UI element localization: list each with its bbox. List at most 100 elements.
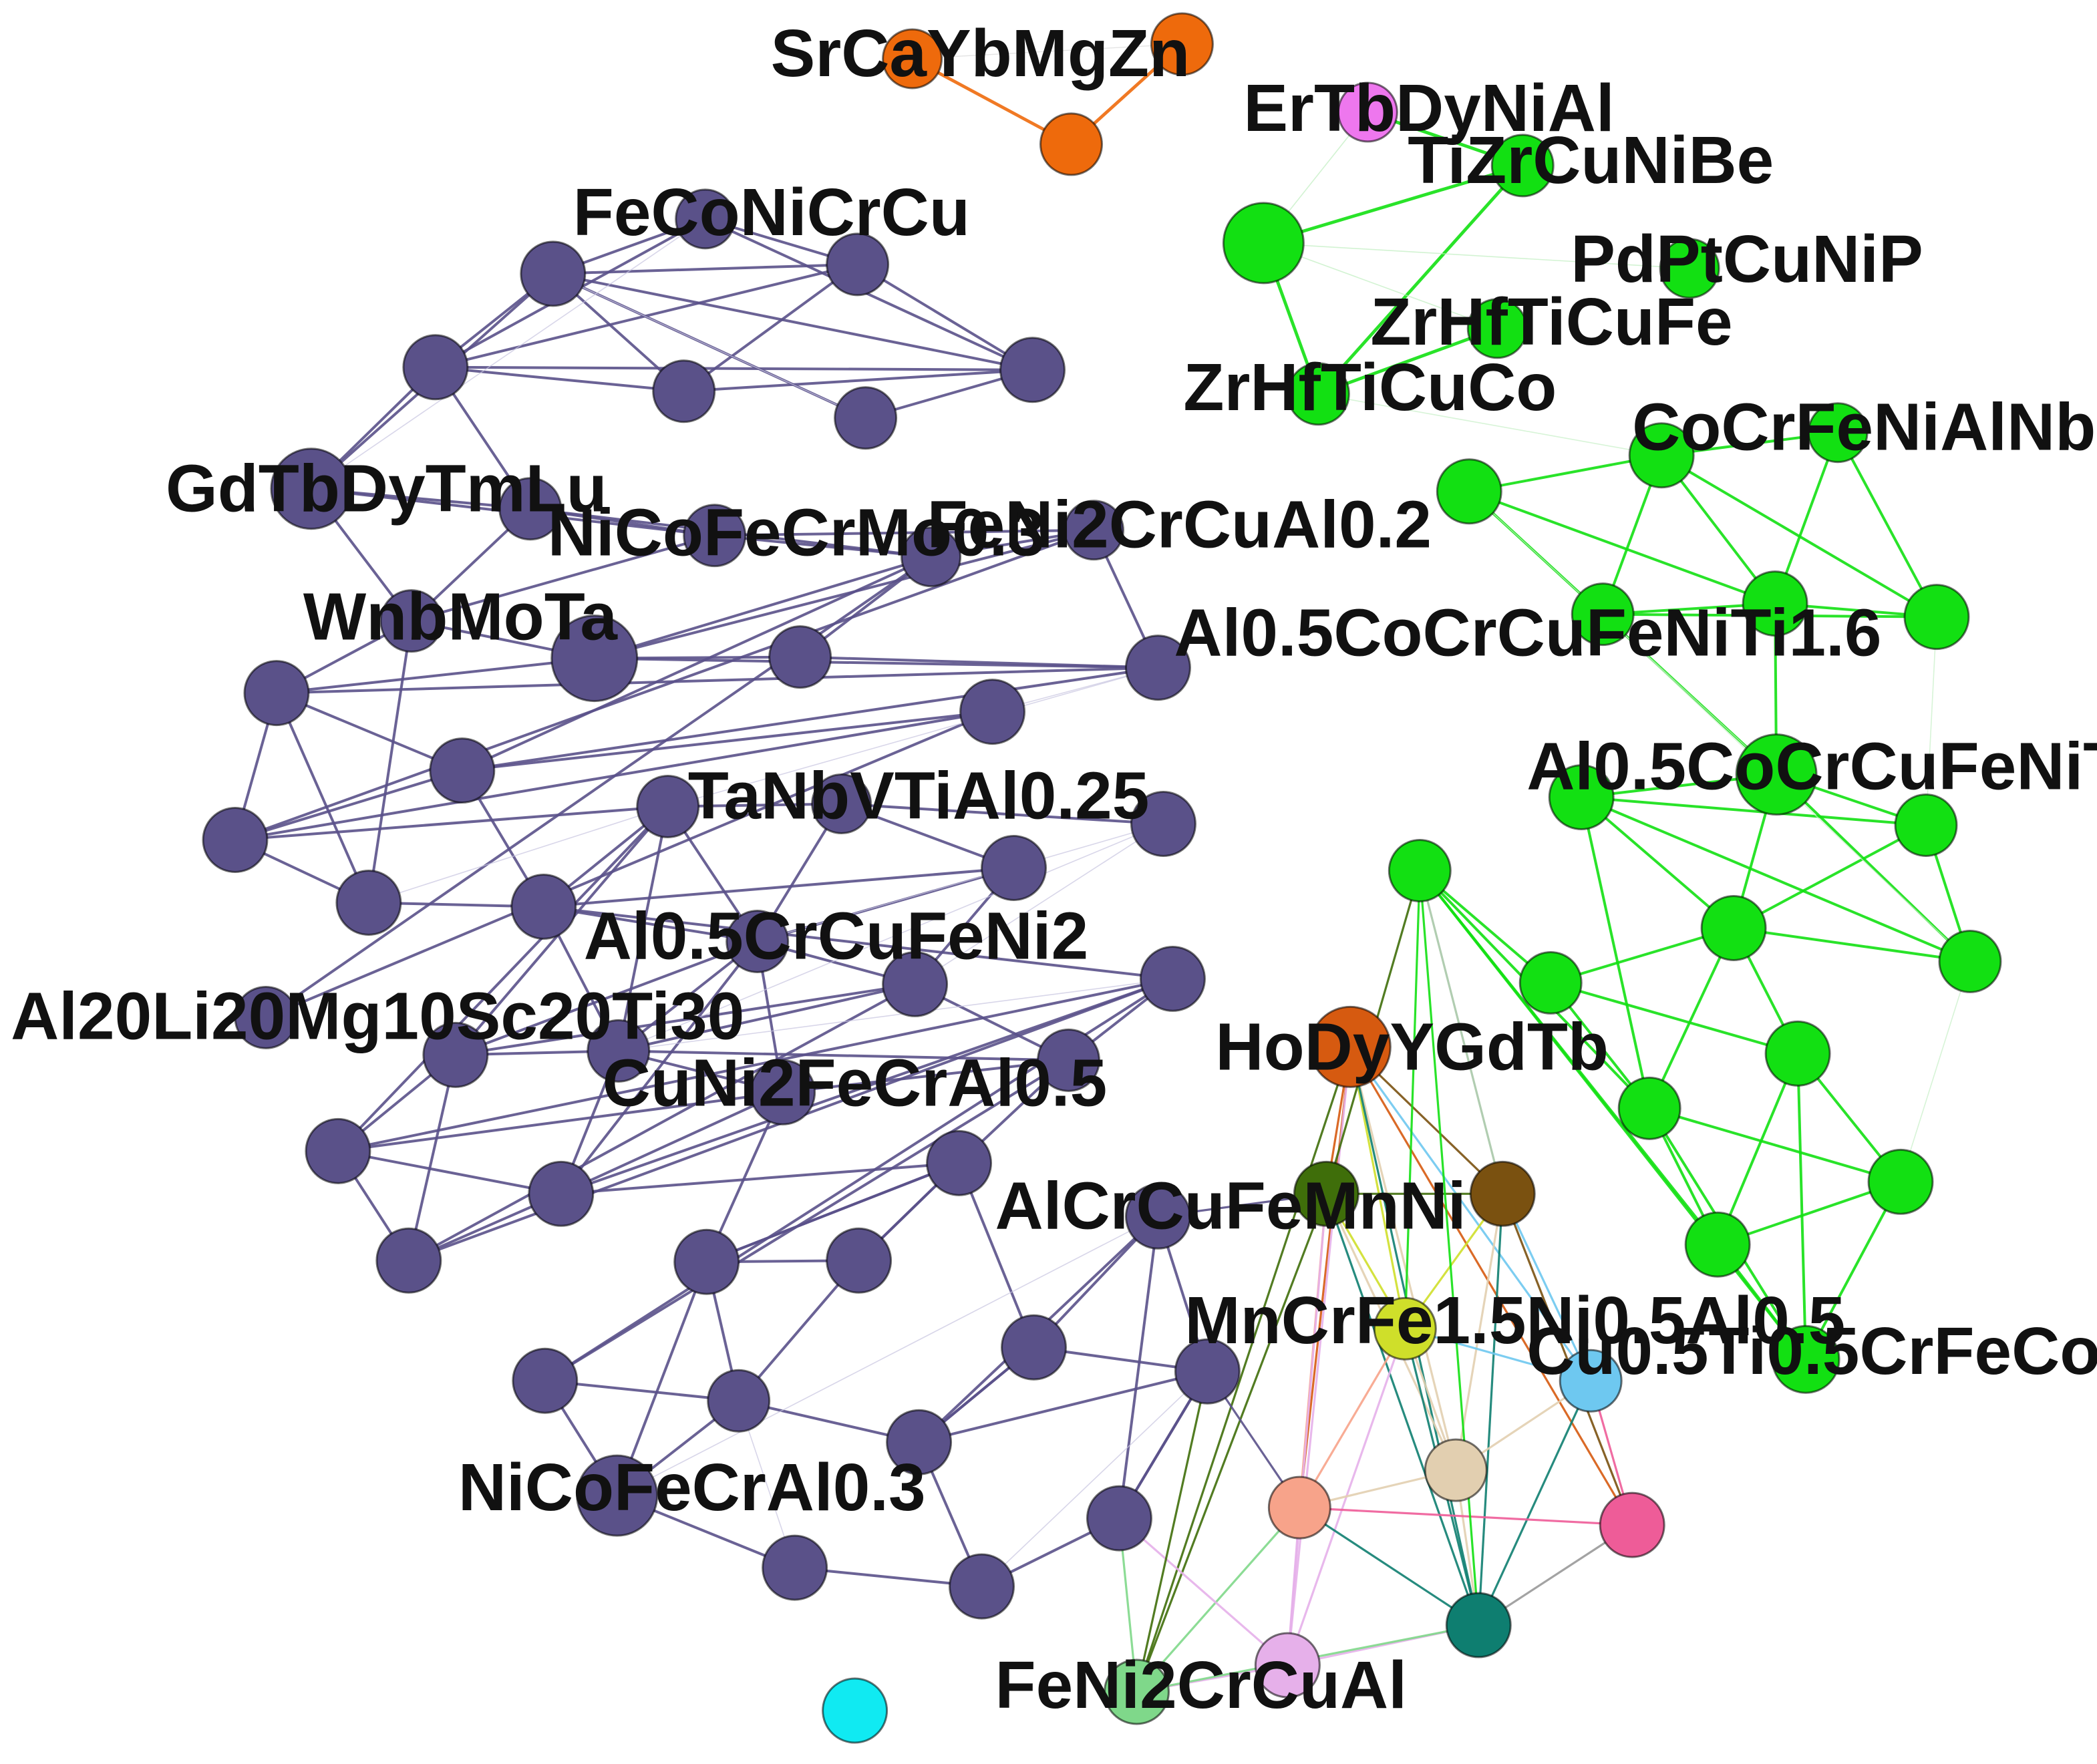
edge-p25-p13 — [367, 621, 413, 903]
node-g5[interactable] — [1286, 362, 1350, 426]
node-g6[interactable] — [1436, 458, 1502, 525]
node-g15[interactable] — [1388, 839, 1452, 902]
node-p8[interactable] — [270, 448, 353, 530]
node-o3[interactable] — [1039, 112, 1103, 176]
node-p16[interactable] — [243, 660, 310, 727]
node-p31[interactable] — [422, 1021, 489, 1088]
node-p36[interactable] — [926, 1129, 993, 1196]
node-p24[interactable] — [981, 835, 1047, 901]
node-v1[interactable] — [1337, 81, 1398, 143]
edge-p47-p40 — [615, 1261, 708, 1496]
node-p46[interactable] — [886, 1409, 953, 1475]
node-p15[interactable] — [768, 625, 832, 689]
node-g16[interactable] — [1700, 894, 1767, 961]
node-p26[interactable] — [510, 874, 577, 940]
node-p34[interactable] — [750, 1059, 816, 1125]
edge-p16-p19 — [276, 691, 463, 772]
node-g3[interactable] — [1659, 238, 1720, 299]
edge-p14-p12 — [594, 528, 1094, 660]
node-p12[interactable] — [1063, 500, 1124, 561]
edge-g5-g7 — [1318, 393, 1662, 456]
node-p18[interactable] — [959, 679, 1026, 745]
node-p21[interactable] — [636, 775, 700, 839]
node-m1[interactable] — [1309, 1005, 1392, 1088]
node-g23[interactable] — [1771, 1325, 1840, 1394]
node-p10[interactable] — [683, 504, 747, 568]
node-p47[interactable] — [576, 1454, 659, 1537]
node-p5[interactable] — [652, 359, 716, 423]
node-m7[interactable] — [1267, 1475, 1331, 1540]
node-p45[interactable] — [707, 1369, 771, 1433]
node-p22[interactable] — [811, 773, 872, 835]
edge-p26-p28 — [543, 905, 1173, 981]
node-m8[interactable] — [1599, 1491, 1665, 1558]
node-m11[interactable] — [1103, 1658, 1170, 1725]
node-g4[interactable] — [1466, 298, 1528, 359]
edge-p30-p18 — [265, 710, 993, 1019]
node-g21[interactable] — [1867, 1148, 1934, 1215]
node-p9[interactable] — [498, 477, 562, 541]
node-p2[interactable] — [520, 240, 587, 307]
node-p7[interactable] — [999, 337, 1066, 403]
node-p23[interactable] — [1130, 791, 1196, 858]
node-p35[interactable] — [305, 1117, 371, 1184]
node-g7[interactable] — [1628, 422, 1695, 489]
node-g1[interactable] — [1490, 134, 1555, 198]
node-g18[interactable] — [1518, 950, 1583, 1015]
node-p42[interactable] — [1001, 1314, 1067, 1381]
node-p4[interactable] — [402, 334, 469, 401]
node-m2[interactable] — [1293, 1160, 1359, 1227]
node-g11[interactable] — [1903, 584, 1970, 651]
node-p37[interactable] — [528, 1160, 595, 1227]
node-m9[interactable] — [1445, 1592, 1512, 1658]
node-p19[interactable] — [429, 737, 496, 804]
node-g14[interactable] — [1894, 793, 1958, 858]
node-m5[interactable] — [1559, 1349, 1623, 1413]
node-g2[interactable] — [1222, 202, 1305, 285]
node-p29[interactable] — [882, 950, 949, 1017]
node-p6[interactable] — [834, 386, 898, 450]
node-g10[interactable] — [1742, 570, 1808, 637]
node-p49[interactable] — [762, 1534, 828, 1601]
label-fecocrcu: FeCoNiCrCu — [573, 176, 970, 250]
node-m10[interactable] — [1254, 1632, 1321, 1699]
node-p30[interactable] — [234, 985, 298, 1049]
node-o2[interactable] — [1150, 12, 1214, 76]
node-p28[interactable] — [1139, 945, 1206, 1012]
node-o1[interactable] — [882, 28, 943, 90]
node-p40[interactable] — [673, 1228, 740, 1295]
node-p1[interactable] — [675, 188, 736, 250]
node-p20[interactable] — [202, 807, 269, 874]
node-g20[interactable] — [1617, 1076, 1681, 1140]
node-c1[interactable] — [822, 1677, 889, 1744]
node-p13[interactable] — [379, 589, 444, 653]
edge-g2-g4 — [1263, 242, 1498, 329]
node-p17[interactable] — [1124, 635, 1191, 701]
edge-p2-p3 — [552, 262, 858, 275]
node-p41[interactable] — [826, 1227, 893, 1294]
node-g8[interactable] — [1807, 402, 1869, 464]
node-p11[interactable] — [901, 526, 962, 588]
node-p50[interactable] — [949, 1553, 1015, 1620]
node-g12[interactable] — [1735, 733, 1818, 816]
node-p48[interactable] — [1086, 1485, 1152, 1552]
node-p33[interactable] — [1037, 1028, 1100, 1092]
node-p27[interactable] — [725, 909, 790, 973]
node-p43[interactable] — [1174, 1338, 1241, 1405]
node-p32[interactable] — [587, 1019, 651, 1083]
node-p38[interactable] — [1124, 1183, 1191, 1250]
node-p25[interactable] — [335, 870, 402, 936]
node-p44[interactable] — [512, 1347, 579, 1414]
node-m6[interactable] — [1424, 1438, 1488, 1502]
node-p39[interactable] — [375, 1227, 442, 1294]
node-g13[interactable] — [1548, 764, 1615, 831]
node-p14[interactable] — [550, 614, 639, 703]
node-m3[interactable] — [1469, 1160, 1536, 1227]
node-g19[interactable] — [1764, 1020, 1831, 1087]
node-p3[interactable] — [826, 232, 890, 297]
edge-g1-g5 — [1317, 164, 1524, 395]
node-m4[interactable] — [1373, 1296, 1437, 1361]
node-g22[interactable] — [1684, 1211, 1751, 1278]
node-g17[interactable] — [1938, 929, 2002, 993]
node-g9[interactable] — [1571, 582, 1635, 647]
